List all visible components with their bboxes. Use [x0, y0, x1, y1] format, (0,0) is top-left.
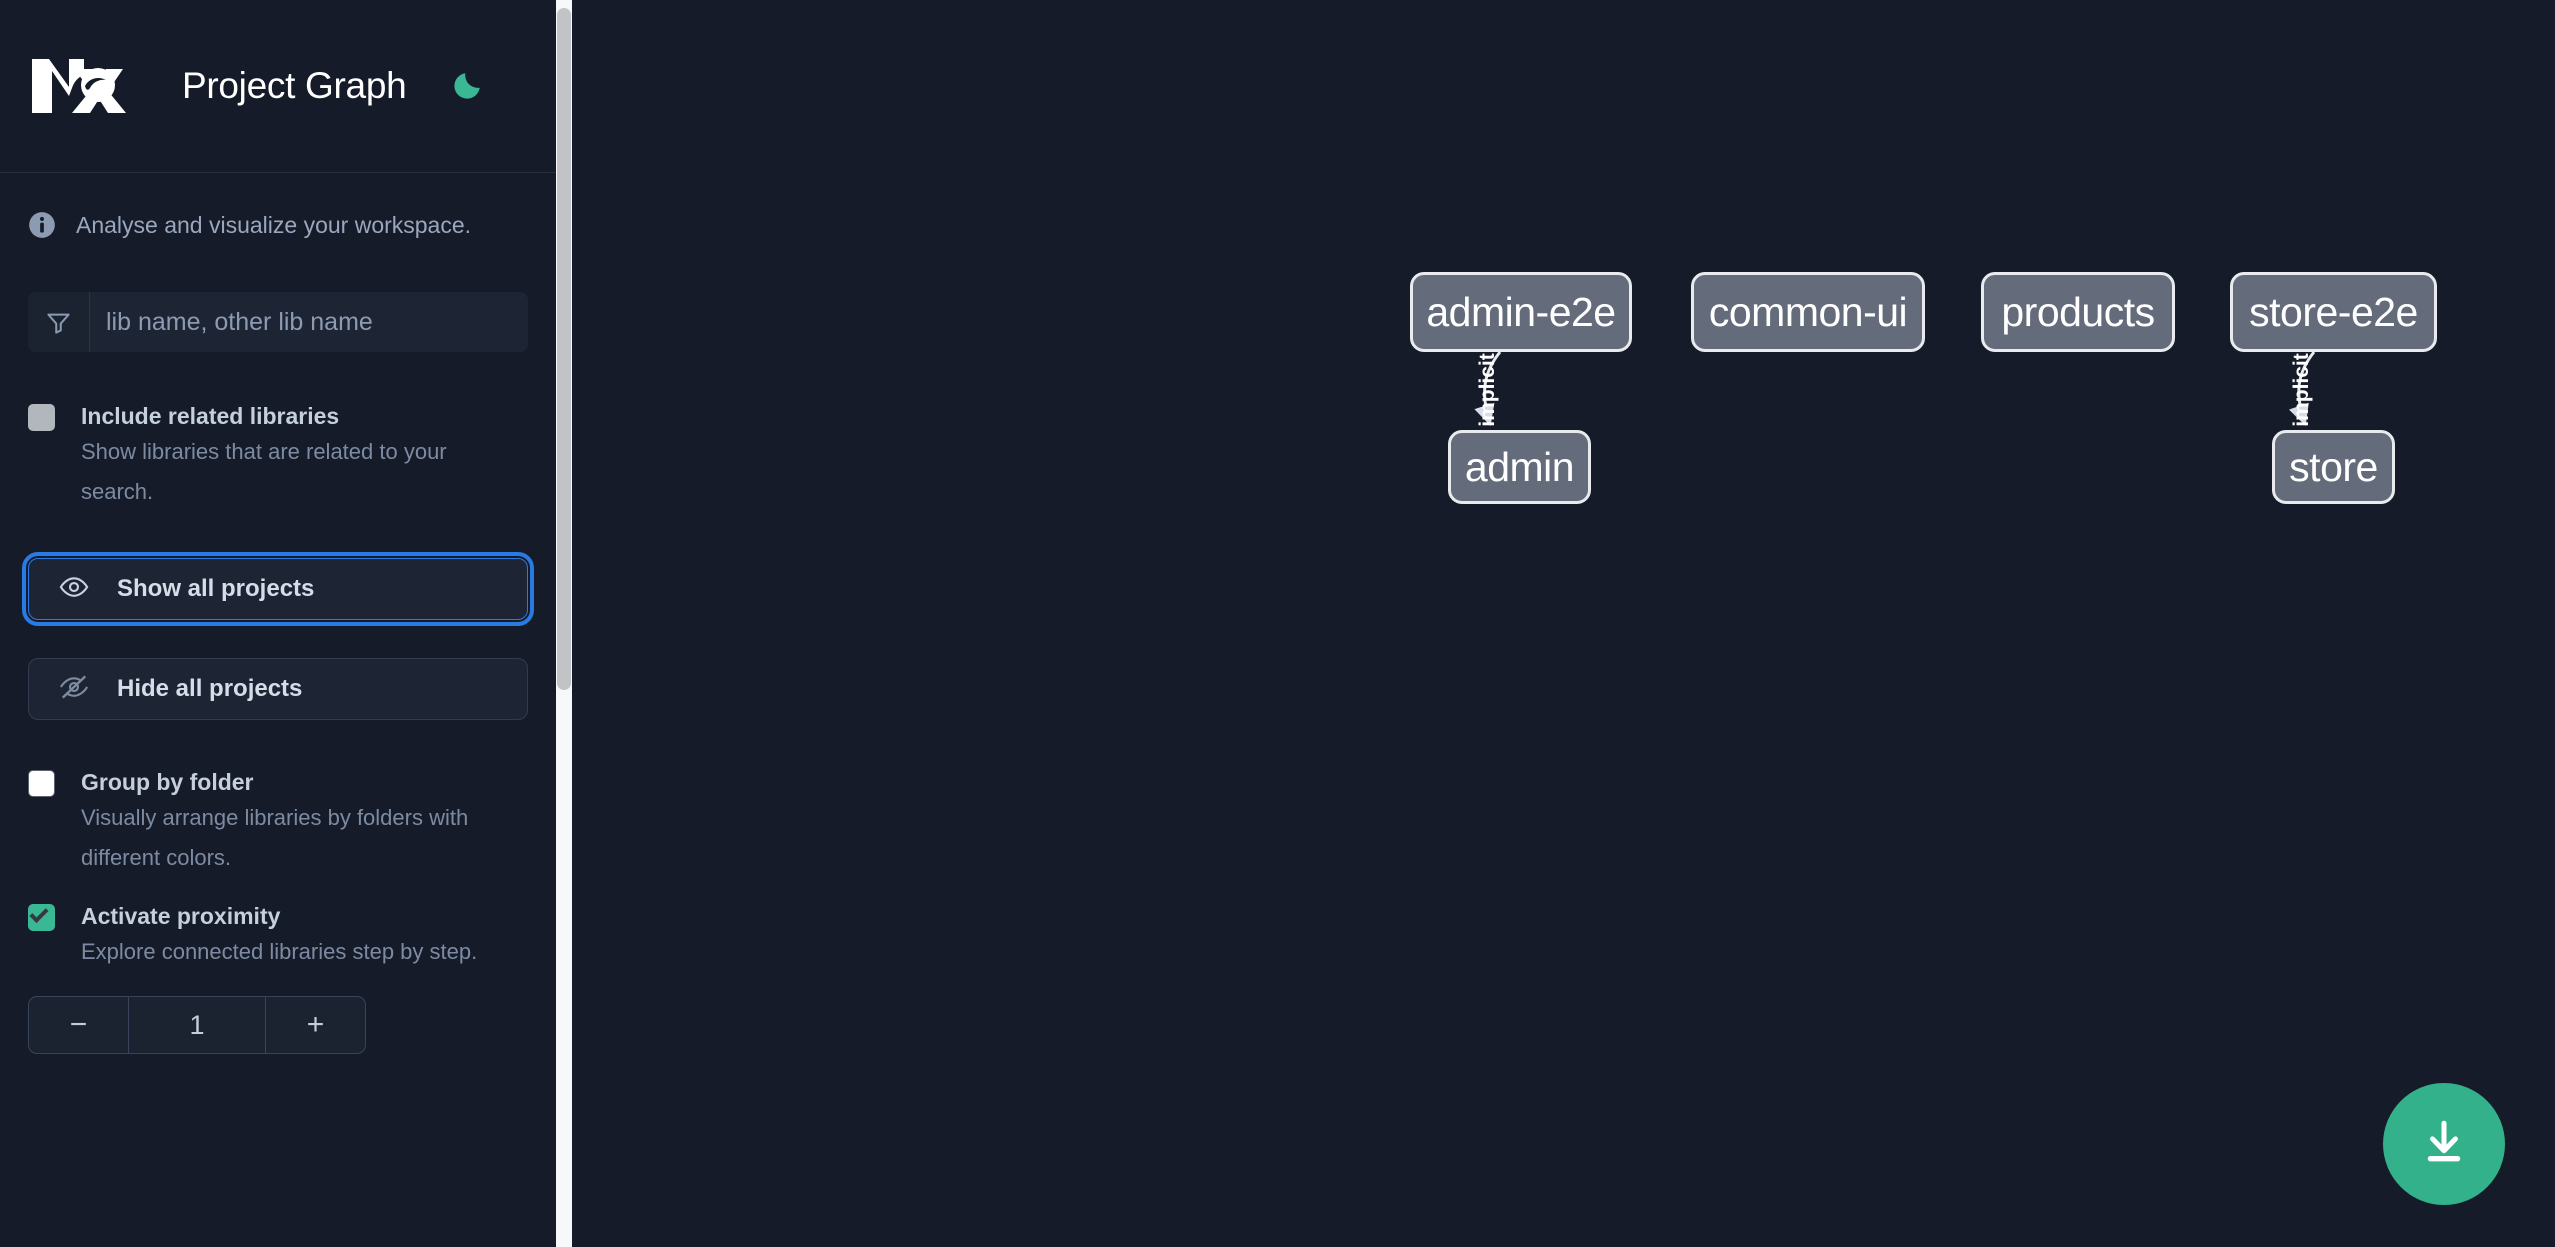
hide-all-projects-button[interactable]: Hide all projects — [28, 658, 528, 720]
checkbox-activate-proximity[interactable] — [28, 903, 55, 931]
option-activate-proximity[interactable]: Activate proximity Explore connected lib… — [0, 900, 556, 972]
option-label: Include related libraries — [81, 403, 340, 429]
stepper-decrement-button[interactable]: − — [29, 997, 129, 1053]
edge-admin-e2e-admin — [1474, 351, 1502, 427]
eye-off-icon — [59, 672, 89, 707]
graph-node-store-e2e[interactable]: store-e2e — [2230, 272, 2437, 352]
funnel-icon — [28, 292, 90, 352]
graph-node-admin[interactable]: admin — [1448, 430, 1591, 504]
stepper-increment-button[interactable]: + — [265, 997, 365, 1053]
graph-node-store[interactable]: store — [2272, 430, 2395, 504]
sidebar-scrollbar-track[interactable] — [556, 0, 572, 1247]
option-label: Group by folder — [81, 769, 254, 795]
option-text-group: Activate proximity Explore connected lib… — [81, 900, 477, 972]
checkbox-group-by-folder[interactable] — [28, 770, 55, 797]
show-all-projects-label: Show all projects — [117, 575, 315, 602]
option-description: Visually arrange libraries by folders wi… — [81, 805, 469, 870]
node-label: store — [2289, 443, 2378, 490]
option-description: Explore connected libraries step by step… — [81, 939, 478, 964]
tagline-text: Analyse and visualize your workspace. — [76, 211, 472, 238]
nx-logo — [28, 55, 128, 117]
node-label: store-e2e — [2249, 288, 2418, 335]
graph-node-products[interactable]: products — [1981, 272, 2175, 352]
eye-icon — [59, 572, 89, 607]
download-graph-button[interactable] — [2383, 1083, 2505, 1205]
checkmark-icon — [29, 903, 49, 924]
sidebar-header: Project Graph — [0, 0, 556, 173]
node-label: admin-e2e — [1426, 288, 1616, 335]
edge-label-implicit-admin: implicit — [1476, 353, 1499, 427]
stepper-value: 1 — [189, 1009, 205, 1040]
show-all-projects-button[interactable]: Show all projects — [22, 552, 534, 626]
graph-node-common-ui[interactable]: common-ui — [1691, 272, 1925, 352]
node-label: products — [2001, 288, 2155, 335]
tagline-row: Analyse and visualize your workspace. — [0, 210, 556, 240]
option-description: Show libraries that are related to your … — [81, 439, 447, 504]
hide-all-projects-label: Hide all projects — [117, 675, 303, 702]
moon-icon[interactable] — [446, 65, 488, 107]
option-include-related-libraries[interactable]: Include related libraries Show libraries… — [0, 400, 556, 512]
edge-store-e2e-store — [2288, 351, 2316, 426]
graph-edges — [1474, 351, 2316, 427]
graph-node-admin-e2e[interactable]: admin-e2e — [1410, 272, 1632, 352]
edge-label-implicit-store: implicit — [2290, 353, 2313, 427]
option-group-by-folder[interactable]: Group by folder Visually arrange librari… — [0, 766, 556, 878]
graph-canvas[interactable]: admin-e2e common-ui products store-e2e a… — [572, 0, 2555, 1247]
page-title: Project Graph — [182, 65, 407, 106]
proximity-stepper[interactable]: − 1 + — [28, 996, 366, 1054]
node-label: admin — [1464, 443, 1575, 490]
filter-input-wrapper[interactable] — [28, 292, 528, 352]
node-label: common-ui — [1708, 288, 1908, 335]
sidebar-scrollbar-thumb[interactable] — [557, 8, 571, 690]
sidebar: Project Graph Analyse and visualize your… — [0, 0, 556, 1247]
search-input[interactable] — [90, 292, 528, 352]
option-label: Activate proximity — [81, 903, 281, 929]
download-icon — [2419, 1117, 2469, 1172]
info-icon — [28, 211, 56, 239]
option-text-group: Include related libraries Show libraries… — [81, 400, 521, 512]
checkbox-include-related-libraries[interactable] — [28, 404, 55, 431]
option-text-group: Group by folder Visually arrange librari… — [81, 766, 521, 878]
